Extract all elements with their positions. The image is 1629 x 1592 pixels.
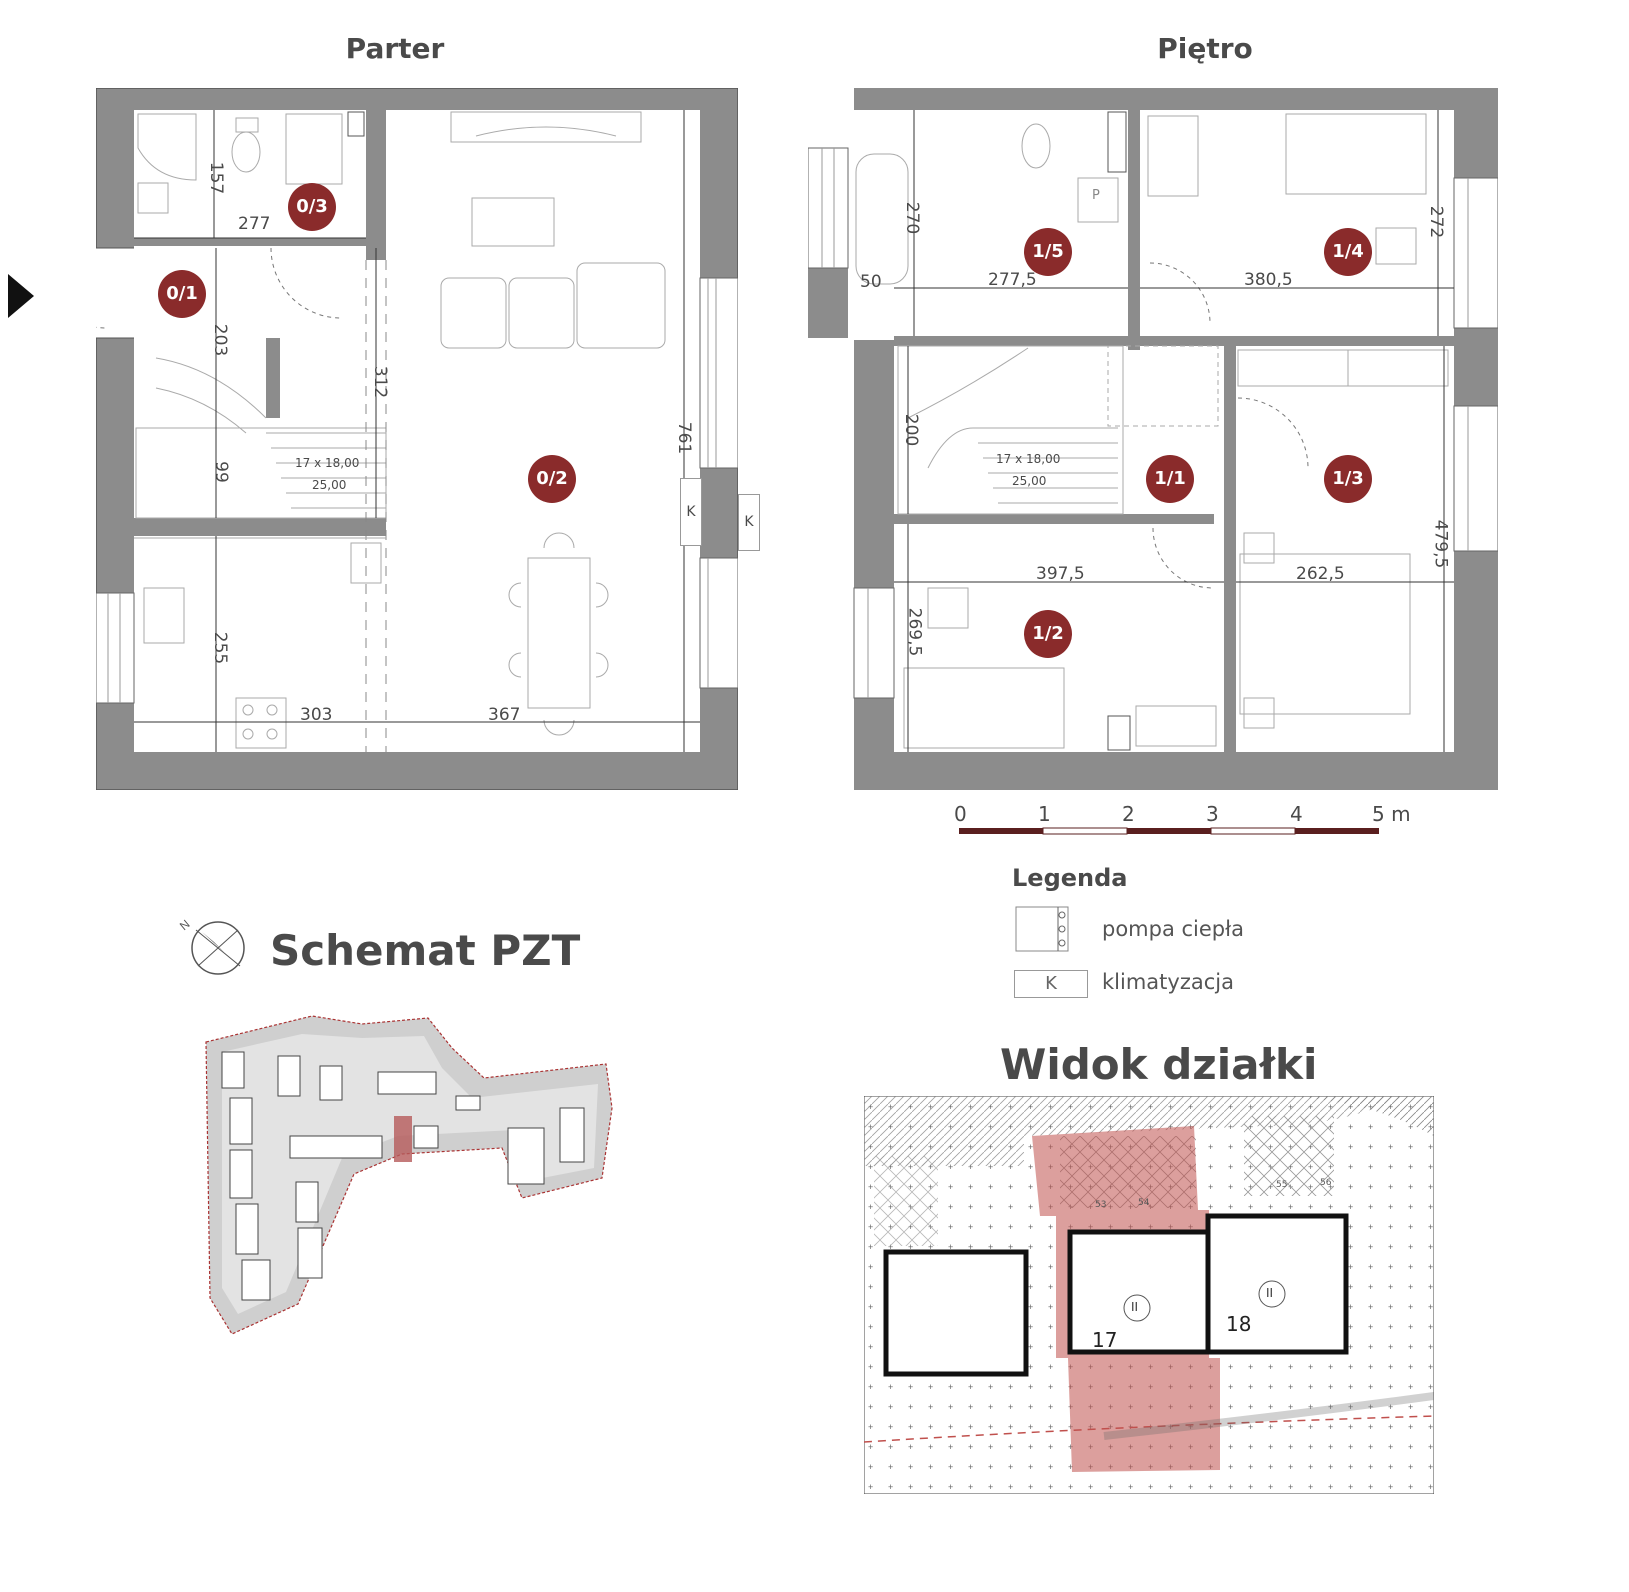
room-badge: 0/2 <box>528 455 576 503</box>
heat-pump-icon <box>1015 906 1069 952</box>
scale-tick: 2 <box>1122 802 1135 826</box>
compass-label: N <box>178 917 193 933</box>
dim-text: 277,5 <box>988 270 1037 290</box>
dim-text: 50 <box>860 272 882 292</box>
legend-title: Legenda <box>1012 864 1128 892</box>
scale-tick: 3 <box>1206 802 1219 826</box>
scale-bar <box>959 827 1379 835</box>
stairs-label: 25,00 <box>1012 474 1047 488</box>
plot-view-map: + <box>864 1096 1434 1494</box>
parking-number: 54 <box>1138 1198 1150 1208</box>
upper-floor-plan <box>808 88 1498 790</box>
ac-icon: K <box>1014 970 1088 998</box>
ac-unit: K <box>680 478 702 546</box>
entrance-arrow-icon <box>8 274 34 318</box>
site-scheme-map <box>205 1015 613 1335</box>
dim-text: 203 <box>210 323 231 357</box>
unit-number: 17 <box>1092 1328 1118 1352</box>
dim-text: 272 <box>1426 205 1447 239</box>
dim-text: 99 <box>210 461 231 483</box>
dim-text: 255 <box>210 631 231 665</box>
compass-icon: N <box>178 917 245 975</box>
stairs-label: 17 x 18,00 <box>295 456 360 470</box>
dim-text: 262,5 <box>1296 564 1345 584</box>
dim-text: 380,5 <box>1244 270 1293 290</box>
dim-text: 479,5 <box>1430 519 1451 569</box>
stairs-label: 25,00 <box>312 478 347 492</box>
ground-floor-plan <box>96 88 738 790</box>
upper-floor-title: Piętro <box>1157 32 1253 65</box>
legend-label: pompa ciepła <box>1102 917 1244 941</box>
room-badge: 1/3 <box>1324 455 1372 503</box>
parking-number: 55 <box>1276 1180 1288 1190</box>
parking-number: 56 <box>1320 1178 1332 1188</box>
dim-text: 397,5 <box>1036 564 1085 584</box>
room-badge: 1/2 <box>1024 610 1072 658</box>
ac-unit: K <box>738 494 760 551</box>
scale-tick: 5 m <box>1372 802 1411 826</box>
room-badge: 1/5 <box>1024 228 1072 276</box>
site-scheme-title: Schemat PZT <box>270 926 581 975</box>
ground-floor-title: Parter <box>345 32 445 65</box>
scale-tick: 4 <box>1290 802 1303 826</box>
dim-text: 200 <box>901 413 922 447</box>
legend-label: klimatyzacja <box>1102 970 1234 994</box>
room-badge: 1/1 <box>1146 455 1194 503</box>
dim-text: 761 <box>674 421 695 455</box>
dim-text: 312 <box>370 365 391 399</box>
dim-text: 270 <box>902 201 923 235</box>
dim-text: 367 <box>488 705 521 725</box>
room-badge: 0/3 <box>288 183 336 231</box>
dim-text: 157 <box>206 161 227 195</box>
scale-tick: 0 <box>954 802 967 826</box>
pump-label: P <box>1092 188 1100 203</box>
room-badge: 0/1 <box>158 270 206 318</box>
stairs-label: 17 x 18,00 <box>996 452 1061 466</box>
dim-text: 269,5 <box>904 607 925 657</box>
dim-text: 303 <box>300 705 333 725</box>
floor-mark: II <box>1131 1300 1139 1314</box>
unit-number: 18 <box>1226 1312 1252 1336</box>
plot-view-title: Widok działki <box>1000 1040 1318 1089</box>
dim-text: 277 <box>238 214 271 234</box>
room-badge: 1/4 <box>1324 228 1372 276</box>
parking-number: 53 <box>1095 1200 1107 1210</box>
floor-mark: II <box>1266 1286 1274 1300</box>
scale-tick: 1 <box>1038 802 1051 826</box>
